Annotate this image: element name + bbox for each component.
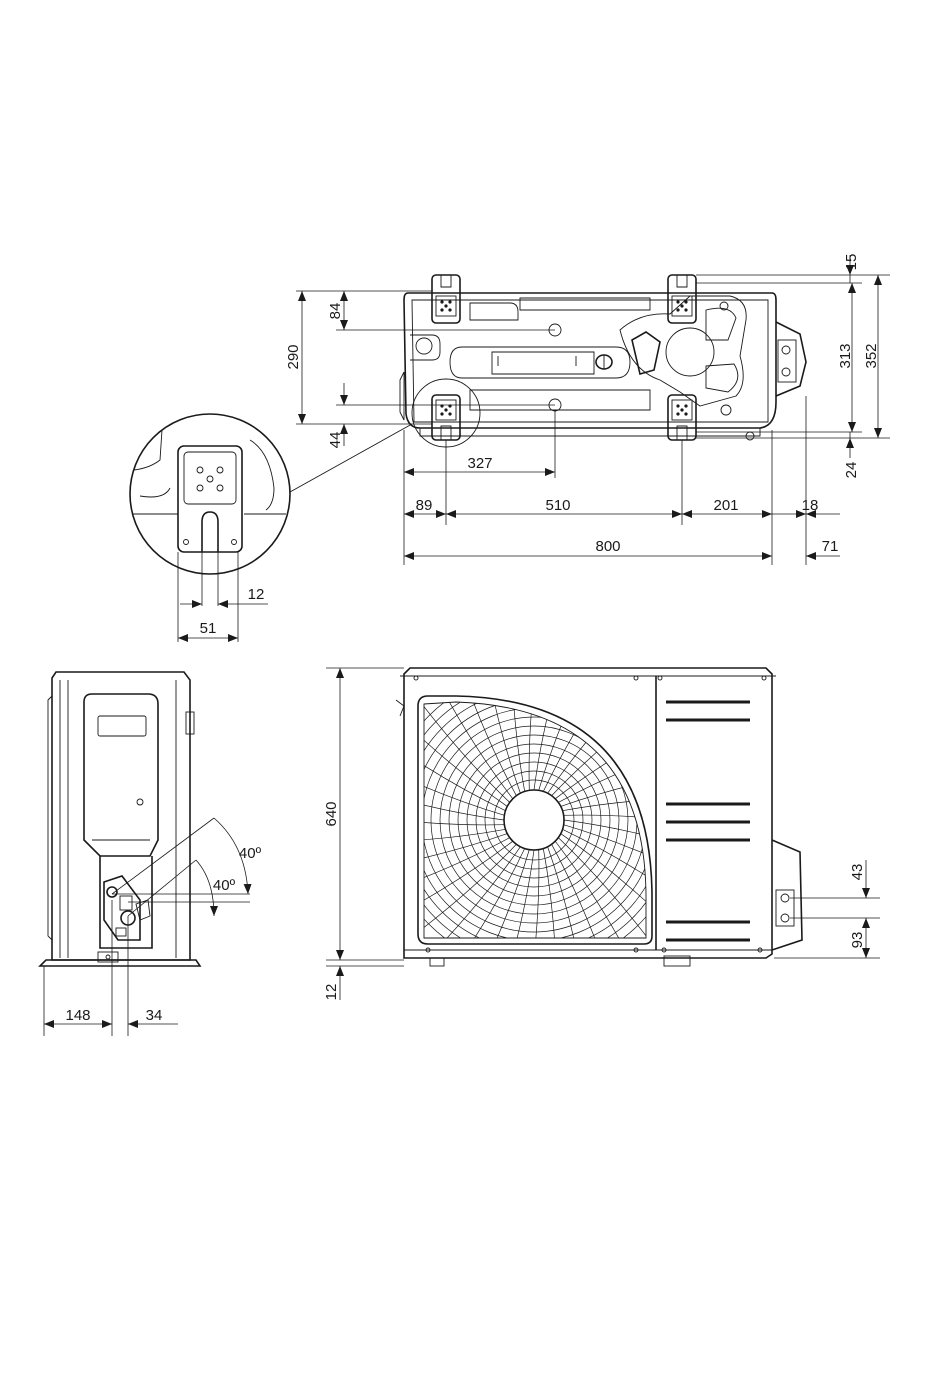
grille-ring [467,753,601,887]
top-view: 15 313 352 24 290 84 44 [285,254,890,565]
grille-spoke [371,834,507,869]
grille-ring [476,762,592,878]
grille-spoke [543,670,614,791]
foot-bottom-right [668,395,696,440]
dim-34: 34 [146,1007,163,1024]
dim-12-base: 12 [323,984,340,1001]
grille-ring [386,672,682,968]
dim-43: 43 [849,864,866,881]
dim-18: 18 [802,497,819,514]
grille-ring [422,708,646,932]
dim-12-slot: 12 [248,586,265,603]
front-panel-slats [666,702,750,940]
fan-grille-frame [418,696,652,944]
dim-89: 89 [416,497,433,514]
side-view-base [40,960,200,966]
grille-ring [494,780,574,860]
foot-top-right [668,275,696,323]
grille-spoke [384,739,505,810]
dims-right: 15 313 352 24 [696,254,890,479]
dims-bottom: 327 89 510 201 18 800 71 [404,396,840,565]
dim-640: 640 [323,801,340,826]
grille-spoke [543,849,556,989]
angle-inner: 40º [213,877,236,894]
grille-spoke [558,838,651,943]
angle-outer: 40º [239,845,262,862]
dim-51: 51 [200,620,217,637]
detail-foot-plate [178,446,242,552]
detail-view: 12 51 [130,414,290,642]
grille-spoke [548,847,583,983]
dim-93: 93 [849,932,866,949]
dim-327: 327 [467,455,492,472]
detail-circle [130,414,290,574]
foot-bottom-left [432,395,460,440]
detail-foot-slot [202,512,218,552]
grille-spoke [534,653,564,790]
grille-ring [449,735,619,905]
grille-ring [485,771,583,869]
compressor-relief [620,296,746,406]
grille-spoke [529,650,538,790]
grille-ring [458,744,610,896]
grille-spoke [381,838,510,894]
dim-84: 84 [327,303,344,320]
grille-spoke [511,652,524,792]
grille-spoke [485,657,520,793]
dims-left: 290 84 44 [285,291,555,448]
grille-spoke [563,829,684,900]
dim-510: 510 [545,497,570,514]
grille-ring [431,717,637,923]
foot-top-left [432,275,460,323]
grille-spoke [364,816,504,825]
dim-148: 148 [65,1007,90,1024]
front-view: 640 12 43 93 [323,650,880,1000]
grille-spoke [460,667,516,796]
grille-spoke [530,850,539,990]
detail-callout-circle [412,379,480,447]
grille-spoke [417,697,510,802]
dim-313: 313 [837,343,854,368]
dim-352: 352 [863,343,880,368]
grille-spoke [564,820,701,850]
grille-spoke [411,844,516,937]
dim-44: 44 [327,432,344,449]
dim-290: 290 [285,344,302,369]
grille-ring [440,726,628,914]
grille-spoke [453,849,524,970]
grille-spoke [366,829,506,842]
dim-800: 800 [595,538,620,555]
grille-ring [404,690,664,950]
dim-71: 71 [822,538,839,555]
dim-201: 201 [713,497,738,514]
dim-24: 24 [843,462,860,479]
grille-spoke [552,844,608,973]
grille-spoke [367,790,504,820]
valve-box [776,322,806,396]
dim-15: 15 [843,254,860,271]
fan-hub [504,790,564,850]
fan-grille [364,650,704,990]
side-view: 40º 40º 148 34 [40,672,262,1036]
grille-spoke [504,850,534,987]
